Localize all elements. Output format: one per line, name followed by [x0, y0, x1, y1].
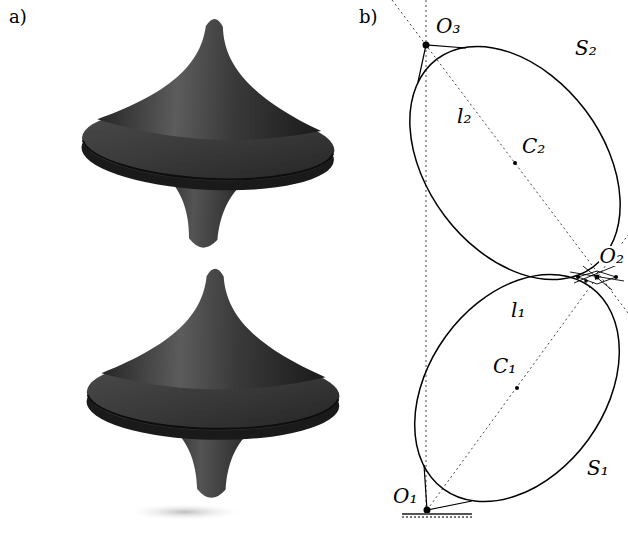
point-label: C₁ [492, 356, 517, 376]
ground [402, 514, 472, 517]
point-label: O₂ [599, 246, 625, 266]
point-label: C₂ [521, 136, 546, 156]
axis-label: l₁ [510, 300, 526, 320]
spinning-top [85, 267, 342, 500]
shadow [125, 503, 245, 521]
points [423, 42, 619, 514]
spinning-top [77, 12, 341, 254]
point-label: O₃ [435, 16, 461, 36]
surface-label: S₂ [574, 38, 598, 58]
stems [418, 45, 472, 510]
ellipsoids [366, 6, 628, 541]
point-label: O₁ [392, 486, 418, 506]
surface-label: S₁ [586, 458, 610, 478]
axis-label: l₂ [456, 106, 472, 126]
panel-label: b) [358, 8, 379, 26]
contact-construction [570, 263, 624, 290]
panel-label: a) [8, 8, 28, 26]
